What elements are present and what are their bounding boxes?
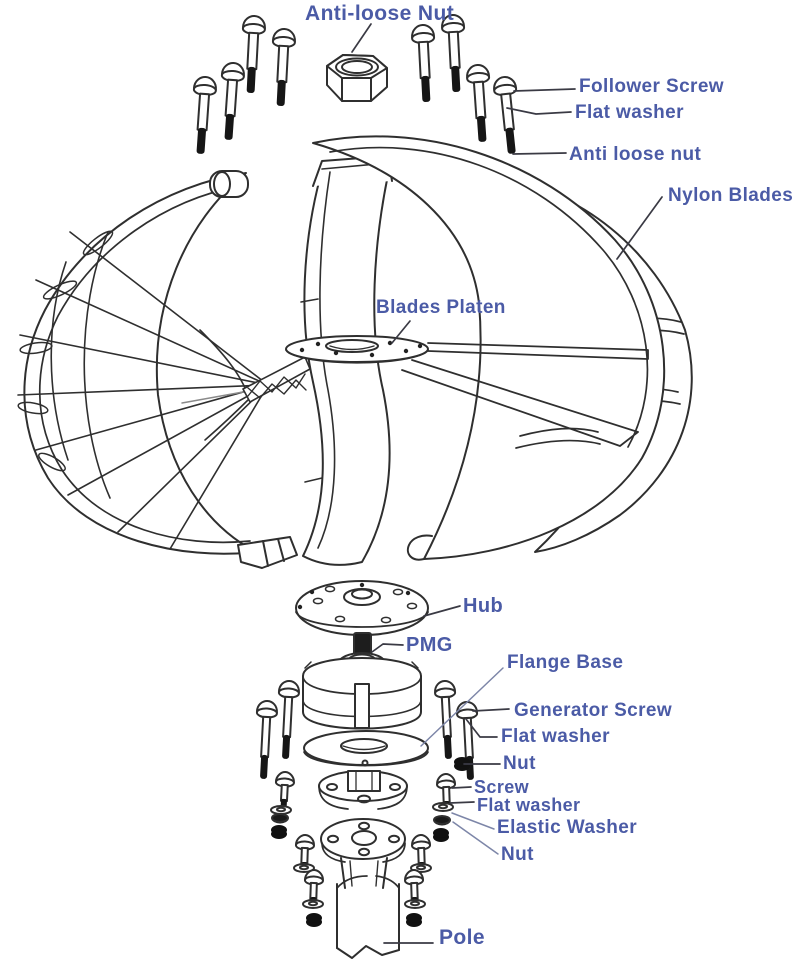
label-flat-washer-mid: Flat washer (501, 726, 610, 747)
label-nut-bottom: Nut (501, 844, 534, 865)
label-anti-loose-nut-top: Anti-loose Nut (305, 2, 455, 25)
collar-flange-part (318, 770, 408, 810)
hub-part (295, 580, 429, 636)
label-pmg: PMG (406, 634, 453, 656)
pole-flange-part (320, 818, 406, 863)
label-flange-base: Flange Base (507, 652, 624, 673)
label-nylon-blades: Nylon Blades (668, 185, 794, 206)
nylon-blade-left (17, 170, 298, 569)
leader-lines (351, 23, 663, 944)
label-elastic-washer: Elastic Washer (497, 817, 638, 838)
pmg-part (302, 632, 422, 730)
nylon-blade-right-front (312, 135, 666, 561)
label-flat-washer-bottom: Flat washer (477, 795, 581, 815)
label-generator-screw: Generator Screw (514, 700, 673, 721)
label-screw: Screw (474, 777, 530, 797)
anti-loose-nut-part (326, 54, 388, 102)
label-pole: Pole (439, 926, 485, 949)
label-flat-washer-top: Flat washer (575, 102, 684, 123)
label-follower-screw: Follower Screw (579, 76, 724, 97)
label-anti-loose-nut-right: Anti loose nut (569, 144, 702, 165)
pole-part (336, 857, 400, 959)
label-blades-platen: Blades Platen (376, 297, 506, 318)
label-hub: Hub (463, 595, 504, 617)
flange-base-part (303, 730, 429, 767)
label-nut-mid: Nut (503, 753, 536, 774)
